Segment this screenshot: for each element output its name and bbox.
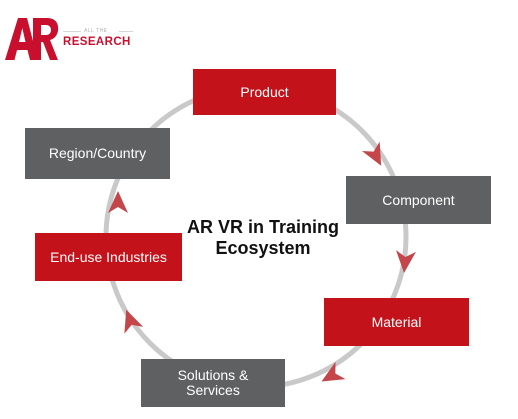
node-solutions-services-line1: Solutions & bbox=[177, 367, 249, 383]
node-product: Product bbox=[193, 69, 336, 115]
node-material-label: Material bbox=[371, 313, 422, 330]
node-region-country: Region/Country bbox=[25, 128, 170, 179]
arrow-enduse-to-region bbox=[108, 191, 128, 213]
arrow-product-to-component bbox=[362, 141, 382, 166]
node-solutions-services: Solutions & Services bbox=[141, 359, 285, 407]
logo-rule-right bbox=[119, 31, 133, 32]
node-end-use-industries-label: End-use Industries bbox=[50, 248, 167, 265]
center-title-line2: Ecosystem bbox=[215, 238, 311, 258]
arrow-solutions-to-enduse bbox=[124, 309, 144, 334]
node-end-use-industries: End-use Industries bbox=[35, 233, 182, 281]
logo-tagline-research: RESEARCH bbox=[63, 36, 131, 48]
center-title-line1: AR VR in Training bbox=[186, 217, 339, 237]
arrow-material-to-solutions bbox=[321, 361, 346, 382]
node-component-label: Component bbox=[382, 191, 455, 208]
node-product-label: Product bbox=[240, 83, 289, 100]
logo-rule-left bbox=[63, 31, 81, 32]
node-component: Component bbox=[346, 176, 491, 224]
node-solutions-services-line2: Services bbox=[186, 382, 240, 398]
node-region-country-label: Region/Country bbox=[48, 145, 147, 161]
diagram-center-title: AR VR in Training Ecosystem bbox=[176, 217, 350, 259]
all-the-research-logo: ALL THE RESEARCH bbox=[5, 14, 145, 60]
logo-tagline-small: ALL THE bbox=[84, 28, 108, 34]
node-material: Material bbox=[324, 298, 469, 346]
arrow-component-to-material bbox=[395, 250, 416, 273]
ar-logo-mark bbox=[5, 18, 59, 60]
